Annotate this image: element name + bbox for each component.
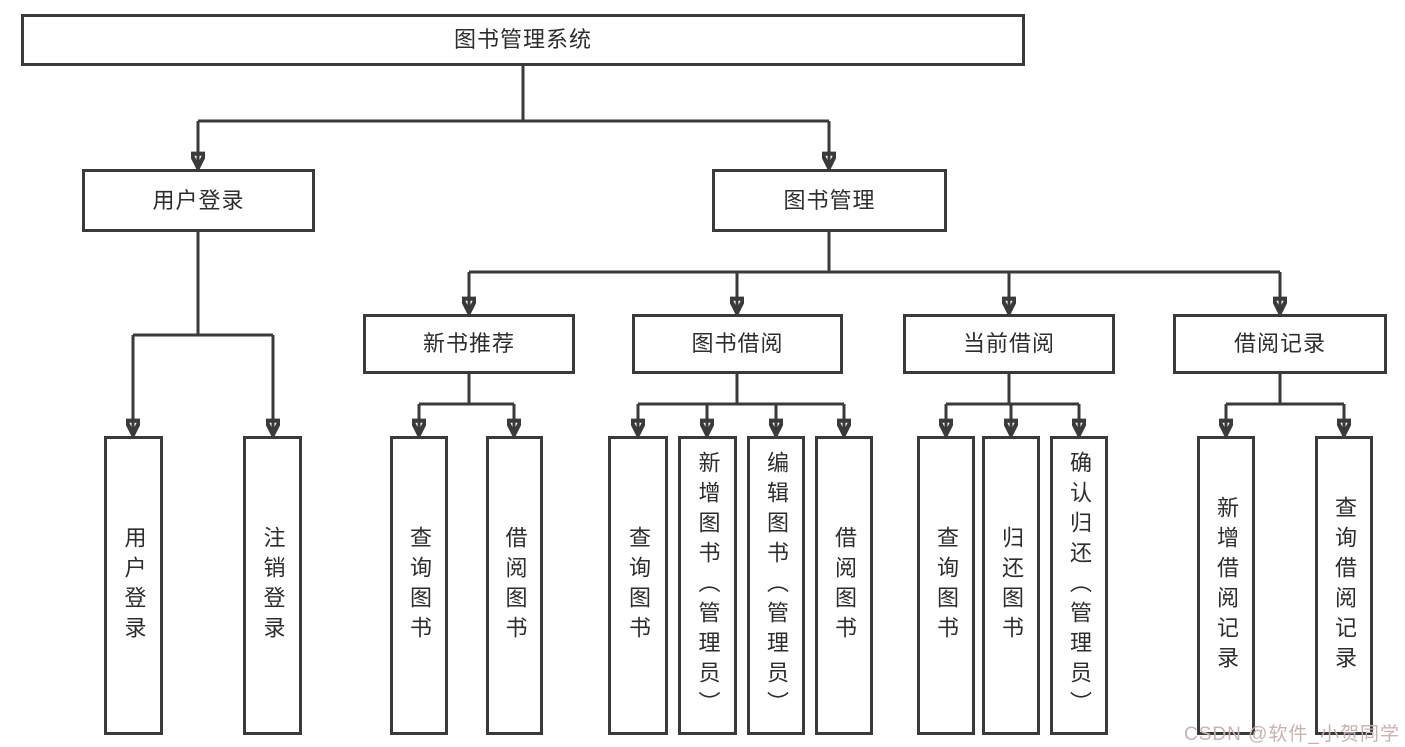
node-leaf-nbr-borrow: 借阅图书 <box>486 436 543 735</box>
node-leaf-bb-add: 新增图书（管理员） <box>678 436 737 735</box>
node-book-borrow-label: 图书借阅 <box>691 331 784 356</box>
node-leaf-user-login: 用户登录 <box>104 436 163 735</box>
node-leaf-nbr-query-label: 查询图书 <box>407 525 432 646</box>
node-book-mgmt: 图书管理 <box>712 169 947 232</box>
node-leaf-bb-add-label: 新增图书（管理员） <box>695 450 721 721</box>
connector-user-login-to-leaves <box>133 232 273 434</box>
node-book-mgmt-label: 图书管理 <box>783 187 876 213</box>
connector-new-book-rec-to-leaves <box>419 374 514 434</box>
node-leaf-nbr-borrow-label: 借阅图书 <box>502 525 528 646</box>
node-user-login-label: 用户登录 <box>152 187 245 213</box>
node-leaf-cb-query-label: 查询图书 <box>934 525 959 646</box>
node-current-borrow: 当前借阅 <box>903 314 1115 374</box>
node-leaf-cb-query: 查询图书 <box>917 436 975 735</box>
node-leaf-br-add-label: 新增借阅记录 <box>1214 495 1239 676</box>
node-current-borrow-label: 当前借阅 <box>962 331 1055 356</box>
csdn-watermark: CSDN @软件_小贺同学 <box>1184 724 1400 745</box>
node-leaf-bb-edit: 编辑图书（管理员） <box>747 436 805 735</box>
node-leaf-bb-borrow-label: 借阅图书 <box>832 525 857 646</box>
node-leaf-logout: 注销登录 <box>243 436 302 735</box>
node-leaf-bb-borrow: 借阅图书 <box>815 436 873 735</box>
node-leaf-cb-confirm: 确认归还（管理员） <box>1050 436 1108 735</box>
node-leaf-nbr-query: 查询图书 <box>390 436 448 735</box>
node-leaf-cb-confirm-label: 确认归还（管理员） <box>1067 450 1092 721</box>
connector-current-borrow-to-leaves <box>946 374 1079 434</box>
node-leaf-bb-query-label: 查询图书 <box>626 525 651 646</box>
node-borrow-records-label: 借阅记录 <box>1233 331 1326 356</box>
node-leaf-logout-label: 注销登录 <box>260 525 286 646</box>
node-borrow-records: 借阅记录 <box>1173 314 1387 374</box>
node-book-borrow: 图书借阅 <box>632 314 843 374</box>
connector-root-to-level2 <box>198 66 829 167</box>
node-leaf-cb-return: 归还图书 <box>982 436 1040 735</box>
connector-book-mgmt-to-level3 <box>469 232 1280 312</box>
node-leaf-br-add: 新增借阅记录 <box>1197 436 1255 735</box>
node-leaf-bb-query: 查询图书 <box>608 436 668 735</box>
node-leaf-br-query-label: 查询借阅记录 <box>1332 495 1357 676</box>
node-user-login: 用户登录 <box>82 169 315 232</box>
node-root-label: 图书管理系统 <box>453 27 592 52</box>
connector-borrow-records-to-leaves <box>1226 374 1344 434</box>
node-new-book-rec: 新书推荐 <box>363 314 575 374</box>
node-leaf-bb-edit-label: 编辑图书（管理员） <box>764 450 789 721</box>
node-leaf-cb-return-label: 归还图书 <box>999 525 1024 646</box>
node-root: 图书管理系统 <box>21 14 1025 66</box>
node-leaf-user-login-label: 用户登录 <box>121 525 147 646</box>
node-new-book-rec-label: 新书推荐 <box>422 331 515 356</box>
connector-book-borrow-to-leaves <box>638 374 844 434</box>
node-leaf-br-query: 查询借阅记录 <box>1315 436 1373 735</box>
